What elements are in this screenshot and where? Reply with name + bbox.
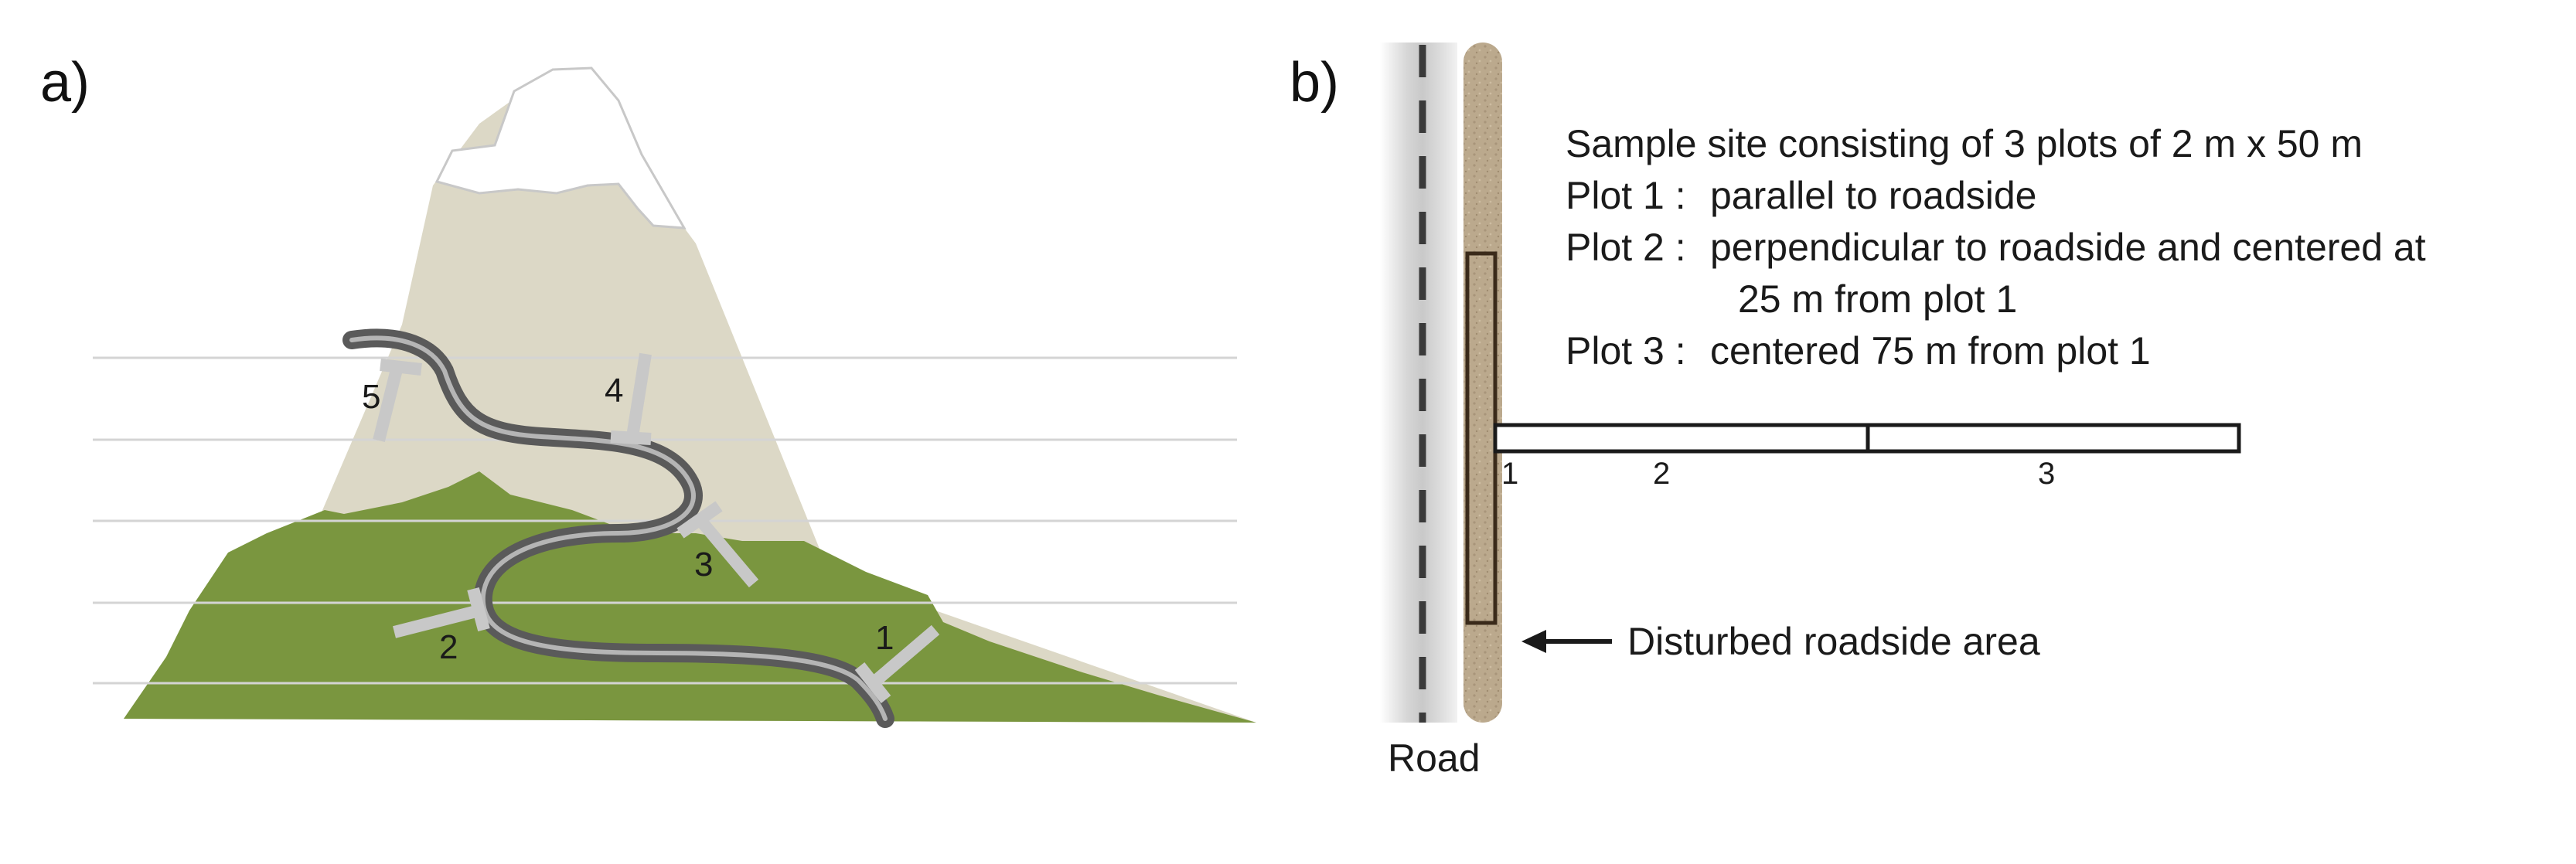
mountain-plot-label-4: 4: [605, 372, 623, 410]
plot-label-3: 3: [2038, 457, 2055, 491]
description-plot2-text-cont: 25 m from plot 1: [1738, 277, 2017, 321]
disturbed-area-label: Disturbed roadside area: [1627, 620, 2040, 663]
panel-a-label: a): [40, 52, 90, 114]
description-plot3-key: Plot 3 :: [1566, 329, 1686, 372]
forest-area: [124, 471, 1256, 723]
mountain-plot-label-1: 1: [875, 619, 894, 657]
mountain-plot-label-2: 2: [439, 628, 458, 666]
plot-label-1: 1: [1501, 457, 1518, 491]
roadside-strip: [1463, 43, 1502, 723]
winding-road: [342, 328, 894, 728]
plot-2-rect: [1493, 423, 1870, 454]
description-line-1: Sample site consisting of 3 plots of 2 m…: [1566, 122, 2363, 165]
panel-b-label: b): [1290, 52, 1340, 114]
road-surface: [1380, 43, 1457, 723]
plot-label-2: 2: [1653, 457, 1670, 491]
mountain-plot-label-5: 5: [362, 378, 380, 416]
mountain-diagram: 1 2 3 4 5: [93, 66, 1256, 728]
description-plot3-text: centered 75 m from plot 1: [1710, 329, 2151, 372]
description-plot2-key: Plot 2 :: [1566, 226, 1686, 269]
snow-cap: [434, 66, 687, 230]
plot-layout-diagram: 1 2 3 Disturbed roadside area Road Sampl…: [1380, 43, 2426, 780]
plot-markers: [373, 352, 940, 703]
description-plot1-key: Plot 1 :: [1566, 174, 1686, 217]
road-label: Road: [1388, 736, 1481, 780]
mountain-plot-label-3: 3: [694, 546, 713, 583]
description-plot1-text: parallel to roadside: [1710, 174, 2037, 217]
arrow-left-icon: [1521, 630, 1612, 653]
description-plot2-text: perpendicular to roadside and centered a…: [1710, 226, 2426, 269]
plot-3-rect: [1866, 423, 2241, 454]
